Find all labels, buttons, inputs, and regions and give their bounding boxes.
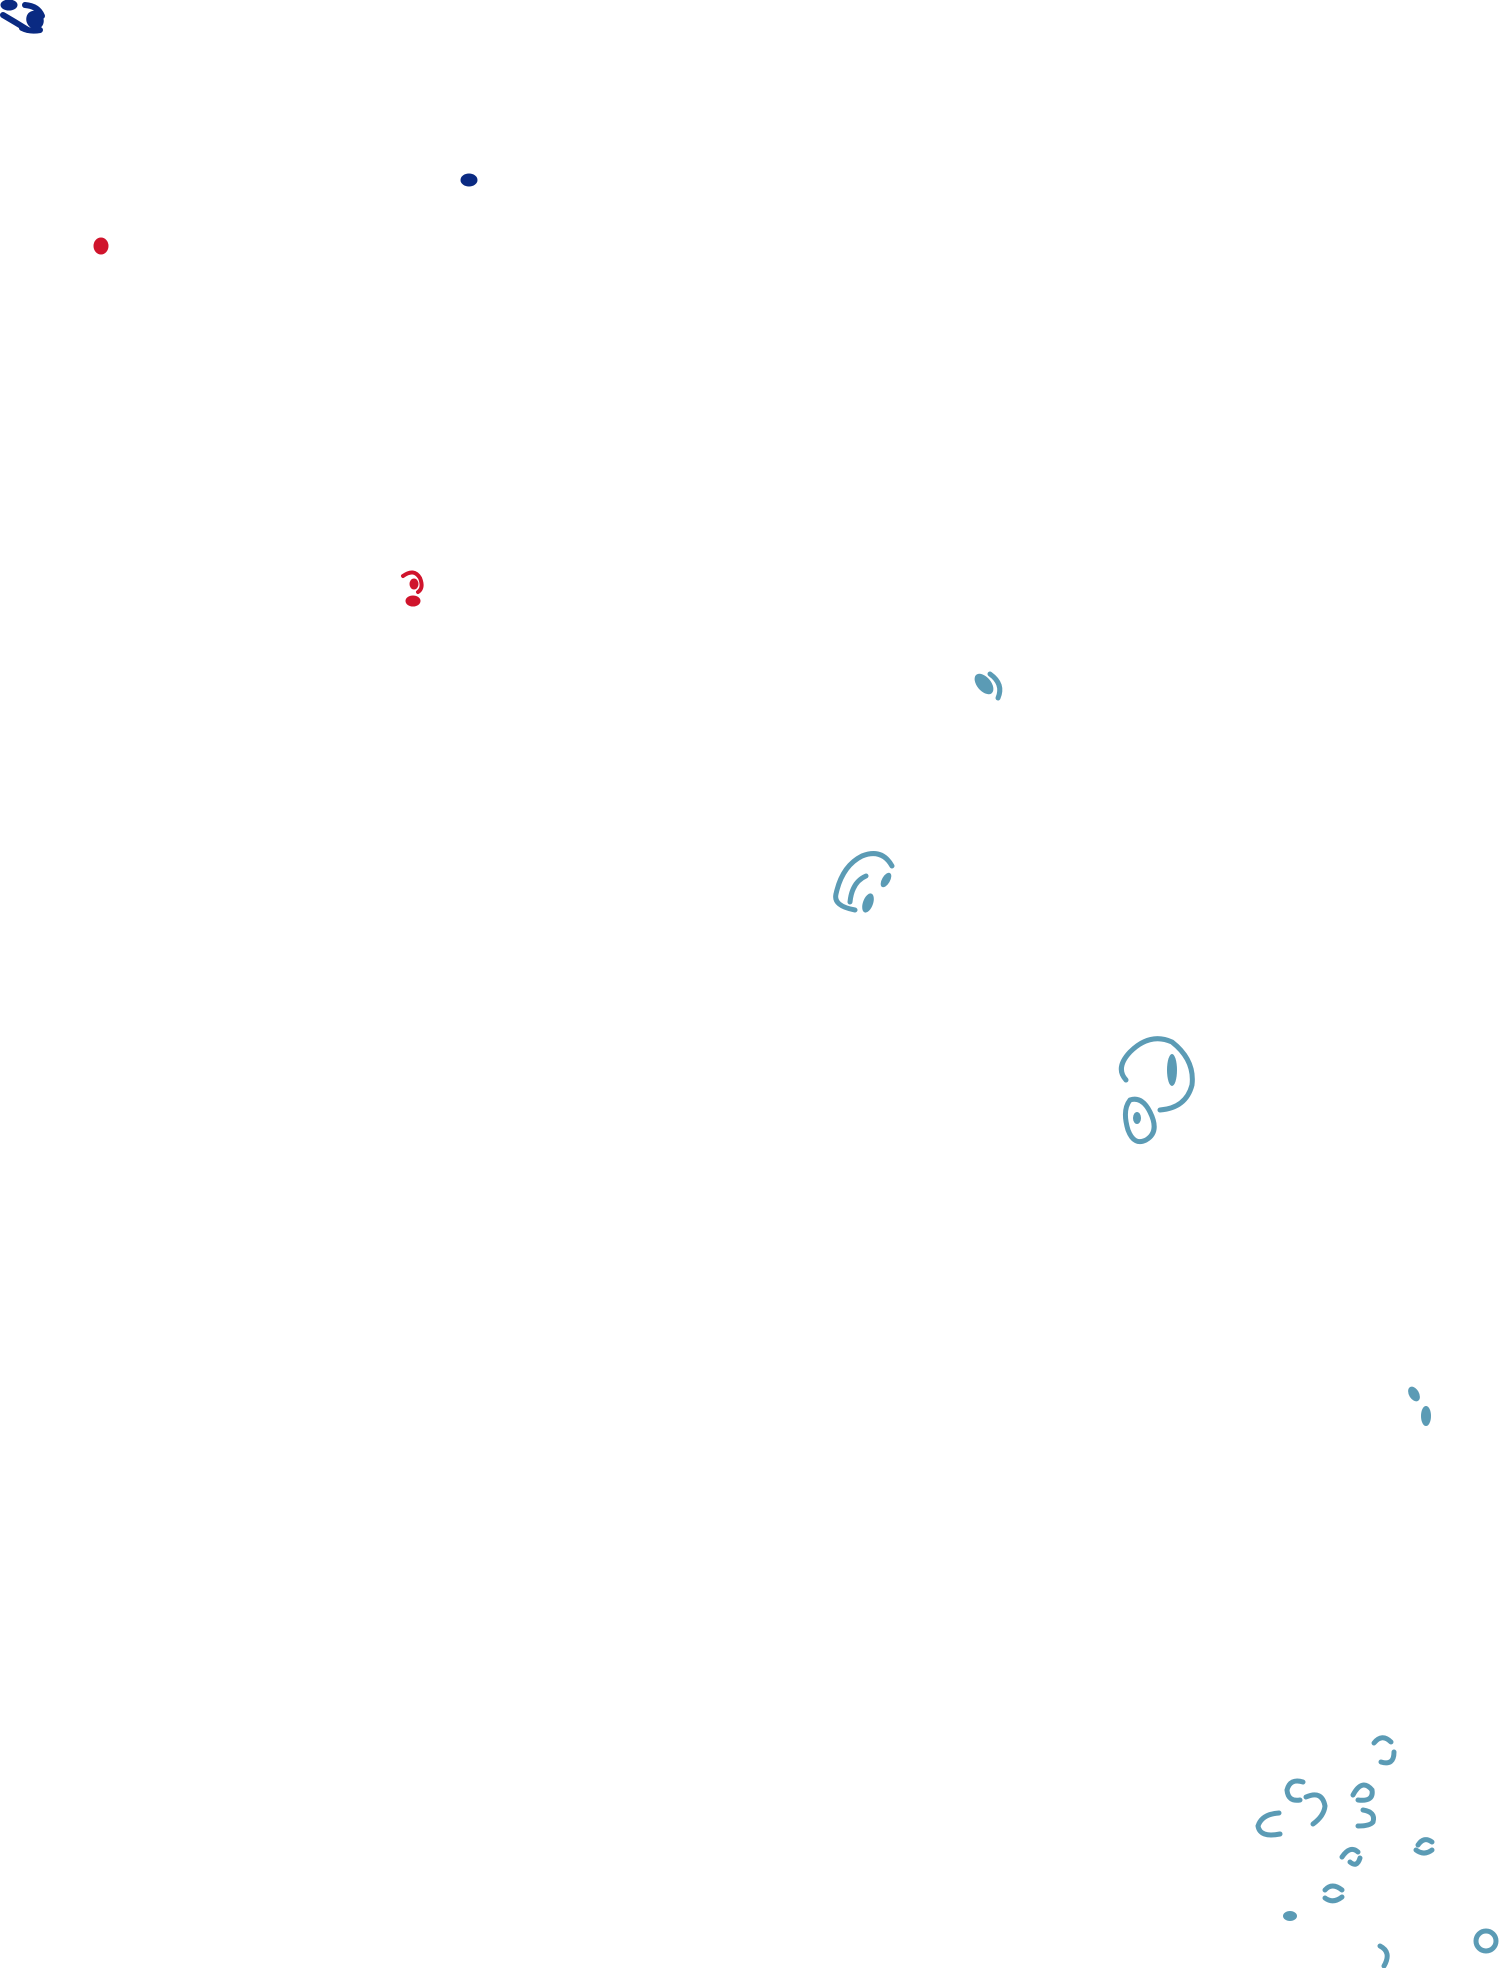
teal-arc xyxy=(987,671,1003,701)
teal-arc xyxy=(1322,1883,1345,1893)
navy-blob-cluster xyxy=(0,0,45,34)
teal-blob xyxy=(1133,1112,1141,1124)
navy-stroke xyxy=(22,2,45,19)
teal-blob xyxy=(880,872,892,888)
teal-cluster xyxy=(1255,1735,1499,1968)
teal-blob xyxy=(862,893,874,913)
navy-dot xyxy=(460,173,478,187)
teal-arc xyxy=(1350,1782,1375,1803)
teal-arc xyxy=(1347,1855,1363,1867)
teal-blob xyxy=(1408,1386,1420,1402)
teal-blob xyxy=(974,673,994,695)
teal-shape-3 xyxy=(1118,1036,1195,1145)
teal-arc xyxy=(1284,1778,1306,1803)
teal-arc xyxy=(1371,1735,1394,1746)
teal-arc xyxy=(1255,1810,1283,1838)
teal-shape-4 xyxy=(1408,1386,1431,1426)
teal-arc xyxy=(1413,1847,1435,1856)
red-shape xyxy=(401,570,424,607)
teal-shape-1 xyxy=(974,671,1003,701)
navy-stroke xyxy=(19,25,43,34)
red-blob xyxy=(405,595,421,607)
teal-arc xyxy=(1378,1749,1397,1766)
teal-ring xyxy=(1473,1928,1499,1954)
teal-arc xyxy=(1322,1894,1345,1904)
red-blob xyxy=(409,578,419,590)
teal-loop xyxy=(1122,1096,1157,1145)
red-arc xyxy=(401,570,424,594)
teal-arc xyxy=(1339,1846,1361,1860)
teal-blob xyxy=(1167,1054,1177,1086)
teal-arc xyxy=(1415,1837,1435,1848)
navy-blob xyxy=(0,0,18,11)
red-dot xyxy=(93,237,109,255)
teal-arc xyxy=(1355,1807,1376,1829)
teal-blob xyxy=(1283,1911,1297,1921)
teal-arc xyxy=(1377,1943,1390,1968)
teal-arc xyxy=(1303,1792,1328,1827)
teal-loop xyxy=(1118,1036,1195,1113)
teal-blob xyxy=(1421,1406,1431,1426)
teal-shape-2 xyxy=(833,851,895,913)
teal-arc xyxy=(833,851,895,913)
teal-arc xyxy=(847,873,869,905)
